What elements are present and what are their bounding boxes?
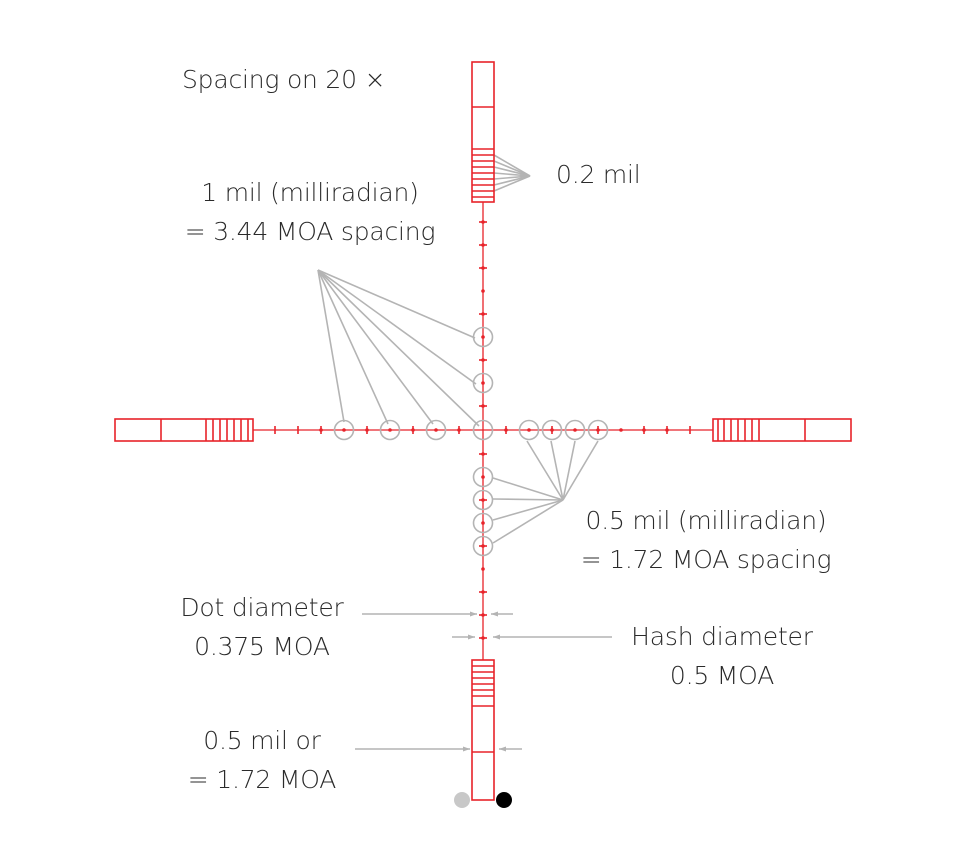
spacing-circle [472, 512, 494, 534]
label-0-2-mil: 0.2 mil [556, 160, 641, 189]
label-post-width-line2: = 1.72 MOA [187, 765, 337, 794]
aim-dot [481, 220, 485, 224]
aim-dot [481, 404, 485, 408]
top-post [471, 61, 495, 203]
aim-dot [481, 289, 485, 293]
label-post-width-line1: 0.5 mil or [203, 726, 321, 755]
aim-dot [481, 452, 485, 456]
spacing-circle [333, 419, 355, 441]
aim-dot [573, 428, 577, 432]
aim-dot [481, 381, 485, 385]
label-0-5-mil-line1: 0.5 mil (milliradian) [585, 506, 827, 535]
aim-dot [527, 428, 531, 432]
reticle-marks [274, 220, 691, 640]
left-post [114, 418, 254, 442]
aim-dot [481, 312, 485, 316]
aim-dot [619, 428, 623, 432]
aim-dot [481, 358, 485, 362]
aim-dot [434, 428, 438, 432]
label-1-mil-line1: 1 mil (milliradian) [201, 178, 419, 207]
label-0-5-mil-line2: = 1.72 MOA spacing [580, 545, 832, 574]
annotation-leader-lines [317, 154, 612, 752]
aim-dot [665, 428, 669, 432]
spacing-circle [472, 326, 494, 348]
legend-dot-gray [454, 792, 470, 808]
spacing-circle [379, 419, 401, 441]
aim-dot [411, 428, 415, 432]
aim-dot [642, 428, 646, 432]
bottom-post [471, 659, 495, 801]
aim-dot [457, 428, 461, 432]
aim-dot [550, 428, 554, 432]
reticle-crosshair [114, 61, 852, 801]
label-dot-diameter-line1: Dot diameter [180, 593, 344, 622]
aim-dot [319, 428, 323, 432]
spacing-circle [472, 372, 494, 394]
aim-dot [365, 428, 369, 432]
aim-dot [388, 428, 392, 432]
aim-dot [481, 521, 485, 525]
legend-dot-black [496, 792, 512, 808]
label-1-mil-line2: = 3.44 MOA spacing [184, 217, 436, 246]
aim-dot [481, 498, 485, 502]
aim-dot [481, 613, 485, 617]
diagram-title: Spacing on 20 × [182, 65, 386, 94]
aim-dot [481, 335, 485, 339]
label-dot-diameter-line2: 0.375 MOA [194, 632, 330, 661]
right-post [712, 418, 852, 442]
aim-dot [481, 567, 485, 571]
aim-dot [481, 636, 485, 640]
spacing-circle [564, 419, 586, 441]
aim-dot [481, 243, 485, 247]
label-hash-diameter-line2: 0.5 MOA [669, 661, 775, 690]
spacing-circle [425, 419, 447, 441]
aim-dot [342, 428, 346, 432]
spacing-circle [472, 489, 494, 511]
spacing-circle [472, 466, 494, 488]
aim-dot [481, 266, 485, 270]
label-hash-diameter-line1: Hash diameter [631, 622, 813, 651]
spacing-circle [518, 419, 540, 441]
aim-dot [481, 475, 485, 479]
spacing-circle [472, 419, 494, 441]
aim-dot [481, 590, 485, 594]
aim-dot [504, 428, 508, 432]
spacing-circle [587, 419, 609, 441]
spacing-circle [541, 419, 563, 441]
aim-dot [481, 544, 485, 548]
aim-dot [596, 428, 600, 432]
spacing-circle [472, 535, 494, 557]
